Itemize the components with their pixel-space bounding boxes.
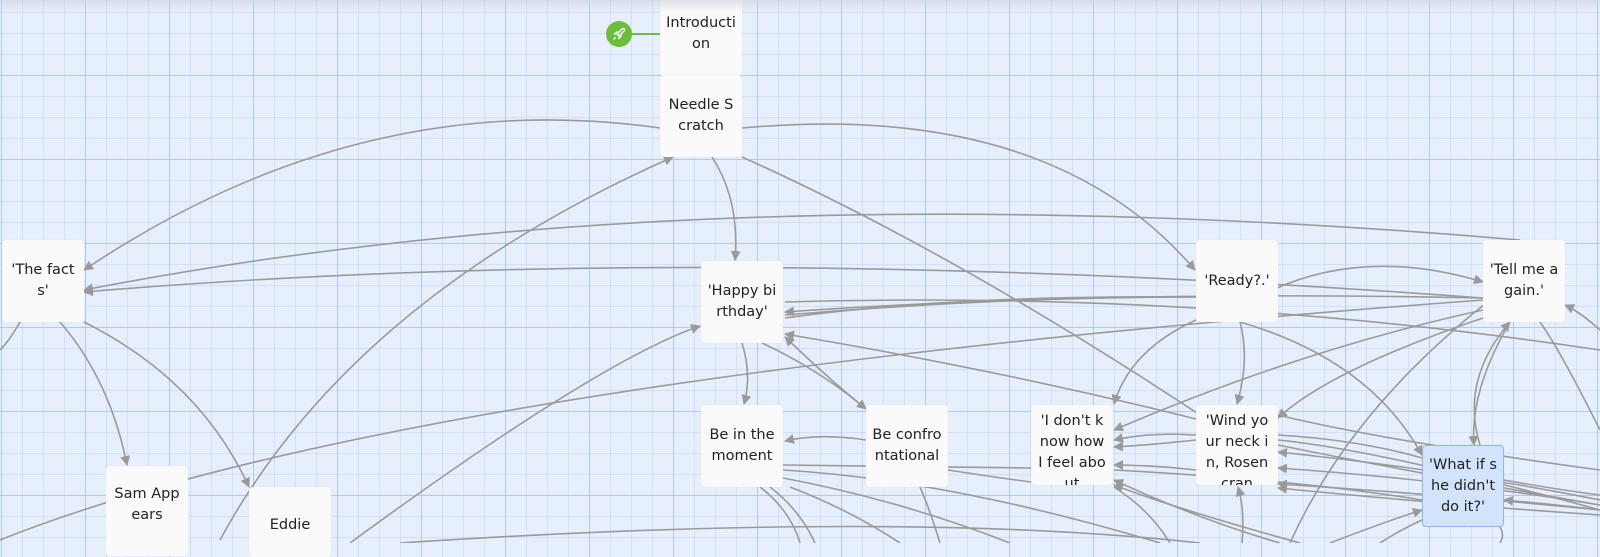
passage-needle-scratch[interactable]: Needle Scratch [660, 75, 742, 157]
passage-link [947, 469, 1032, 483]
start-passage-badge[interactable] [606, 21, 632, 47]
passage-be-in-the-moment[interactable]: Be in the moment [701, 405, 783, 487]
passage-link [711, 156, 741, 261]
passage-link [1235, 486, 1246, 543]
passage-link [789, 486, 901, 543]
passage-link [782, 464, 1032, 469]
passage-link [761, 342, 867, 410]
passage-ready[interactable]: 'Ready?.' [1196, 240, 1278, 322]
passage-title: 'I don't know how I feel about [1038, 413, 1106, 485]
passage-link [784, 434, 867, 444]
passage-link [1564, 304, 1600, 331]
passage-link [1277, 414, 1600, 471]
passage-link [59, 321, 131, 466]
passage-link [349, 324, 701, 543]
passage-the-facts[interactable]: 'The facts' [2, 240, 84, 322]
passage-link [1503, 479, 1600, 496]
passage-link [741, 156, 1201, 416]
passage-title: 'Tell me again.' [1489, 262, 1559, 299]
passage-link [1113, 433, 1197, 443]
passage-what-if-she-didnt-do-it[interactable]: 'What if she didn't do it?' [1422, 445, 1504, 527]
passage-tell-me-again[interactable]: 'Tell me again.' [1483, 240, 1565, 322]
passage-link [1277, 317, 1484, 419]
canvas-top-shadow [0, 0, 1600, 12]
passage-title: 'Wind your neck in, Rosencran [1205, 413, 1269, 485]
passage-link [1111, 319, 1197, 405]
passage-link [1329, 507, 1423, 543]
passage-link [782, 477, 1011, 543]
passage-title: Eddie [269, 517, 311, 533]
passage-link [1113, 479, 1281, 543]
passage-link [1113, 469, 1423, 501]
passage-introduction[interactable]: Introduction [660, 0, 742, 76]
passage-link [83, 119, 661, 271]
passage-title: 'What if she didn't do it?' [1429, 456, 1497, 515]
passage-link [784, 299, 1600, 351]
passage-title: Be confrontational [872, 427, 942, 464]
passage-link [1277, 434, 1423, 459]
passage-link [1289, 299, 1491, 543]
passage-link [784, 295, 1484, 317]
passage-title: Needle Scratch [668, 97, 734, 134]
passage-link [769, 486, 816, 543]
passage-link [1113, 439, 1197, 452]
passage-be-confrontational[interactable]: Be confrontational [866, 405, 948, 487]
passage-wind-your-neck-in[interactable]: 'Wind your neck in, Rosencran [1196, 405, 1278, 485]
passage-link [784, 296, 1197, 319]
passage-link [1234, 321, 1246, 405]
passage-title: 'Ready?.' [1204, 272, 1270, 289]
passage-link [784, 330, 1201, 421]
passage-eddie[interactable]: Eddie [249, 487, 331, 557]
passage-link [759, 486, 801, 543]
passage-link [1503, 495, 1600, 511]
passage-link [1113, 460, 1197, 471]
passage-happy-birthday[interactable]: 'Happy birthday' [701, 261, 783, 343]
passage-link [1499, 526, 1504, 543]
story-map-links [0, 119, 1600, 543]
passage-title: 'Happy birthday' [707, 283, 777, 320]
passage-link [1539, 321, 1600, 431]
passage-link [1468, 321, 1511, 446]
passage-link [1113, 483, 1301, 543]
passage-link [1239, 321, 1423, 456]
passage-link [83, 321, 250, 488]
passage-link [83, 213, 1521, 294]
passage-link [219, 156, 674, 541]
passage-title: Sam Appears [114, 486, 180, 523]
passage-link [1261, 265, 1484, 296]
passage-title: Be in the moment [709, 427, 775, 464]
passage-link [741, 123, 1196, 271]
passage-link [1379, 519, 1423, 543]
passage-link [1113, 309, 1484, 432]
passage-link [0, 321, 21, 351]
passage-link [919, 486, 941, 543]
passage-link [784, 336, 867, 410]
passage-i-dont-know[interactable]: 'I don't know how I feel about [1031, 405, 1113, 485]
passage-sam-appears[interactable]: Sam Appears [106, 466, 188, 556]
passage-link [782, 469, 1161, 543]
passage-title: Introduction [666, 15, 736, 52]
start-connector [631, 33, 661, 35]
rocket-icon [613, 27, 626, 40]
passage-title: 'The facts' [11, 262, 75, 299]
passage-link [1277, 444, 1600, 506]
passage-link [399, 525, 1201, 543]
passage-link [1473, 321, 1511, 446]
